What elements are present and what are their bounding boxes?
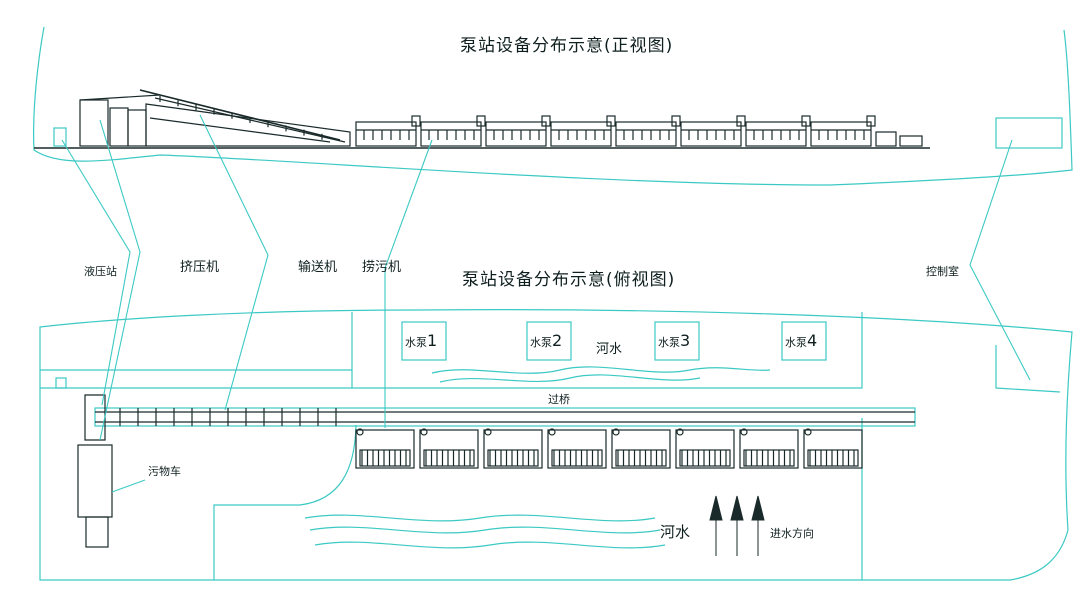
lower-channel [213, 424, 357, 580]
front-rake-motor [801, 115, 811, 127]
front-rake-unit [420, 121, 482, 147]
rake-pivot [676, 428, 684, 436]
front-rake-unit [745, 121, 807, 147]
leader-lines [61, 114, 1031, 493]
rake-pivot [420, 428, 428, 436]
label-dirt-cart: 污物车 [148, 465, 181, 478]
pump-box-1 [401, 321, 447, 361]
front-rake-motor [541, 115, 551, 127]
top-rake-screen [679, 449, 731, 467]
label-inflow-direction: 进水方向 [770, 527, 814, 540]
basin-outline [351, 312, 863, 389]
rake-pivot [484, 428, 492, 436]
inflow-arrows [709, 495, 765, 556]
top-view-outline [39, 309, 1073, 581]
top-rake-unit [739, 429, 799, 469]
top-rake-screen [359, 449, 411, 467]
label-bridge: 过桥 [548, 393, 570, 406]
pump-box-2 [526, 321, 572, 361]
top-rake-screen [487, 449, 539, 467]
top-rake-unit [675, 429, 735, 469]
rake-pivot [612, 428, 620, 436]
label-river-upper: 河水 [596, 342, 623, 357]
top-rake-unit [483, 429, 543, 469]
top-rake-unit [547, 429, 607, 469]
rake-pivot [548, 428, 556, 436]
front-view-outline [33, 26, 1073, 186]
top-view-title: 泵站设备分布示意(俯视图) [462, 270, 676, 290]
top-rake-screen [551, 449, 603, 467]
pump-label-1: 水泵1 [405, 331, 438, 350]
top-rake-unit [803, 429, 863, 469]
front-rake-unit [550, 121, 612, 147]
front-rake-unit [485, 121, 547, 147]
label-conveyor: 输送机 [298, 260, 338, 275]
label-hydraulic-station: 液压站 [84, 265, 117, 278]
top-rake-screen [807, 449, 859, 467]
pump-label-4: 水泵4 [785, 331, 818, 350]
rake-pivot [740, 428, 748, 436]
front-rake-motor [671, 115, 681, 127]
control-room-top [995, 345, 1061, 393]
front-rake-unit [355, 121, 417, 147]
control-room-front [995, 117, 1063, 149]
label-river-lower: 河水 [660, 523, 691, 541]
top-rake-screen [743, 449, 795, 467]
top-rake-screen [615, 449, 667, 467]
front-rake-motor [866, 115, 876, 127]
pump-box-3 [654, 321, 700, 361]
pump-label-3: 水泵3 [658, 331, 691, 350]
hydraulic-station-top [55, 377, 67, 389]
pump-label-2: 水泵2 [530, 331, 563, 350]
rake-pivot [804, 428, 812, 436]
rake-pivot [356, 428, 364, 436]
front-rake-motor [606, 115, 616, 127]
front-rake-motor [411, 115, 421, 127]
label-trash-rake: 捞污机 [362, 260, 402, 275]
label-control-room: 控制室 [926, 265, 959, 278]
top-rake-unit [355, 429, 415, 469]
front-view-title: 泵站设备分布示意(正视图) [460, 36, 674, 56]
pump-box-4 [781, 321, 827, 361]
front-rake-motor [476, 115, 486, 127]
front-rake-unit [680, 121, 742, 147]
top-conveyor [94, 407, 916, 427]
top-rake-unit [611, 429, 671, 469]
top-rake-screen [423, 449, 475, 467]
label-press: 挤压机 [180, 260, 220, 275]
front-rake-unit [615, 121, 677, 147]
top-rake-unit [419, 429, 479, 469]
front-rake-unit [810, 121, 872, 147]
front-rake-motor [736, 115, 746, 127]
hydraulic-station-front [53, 127, 67, 147]
dirt-cart-body [77, 444, 113, 518]
